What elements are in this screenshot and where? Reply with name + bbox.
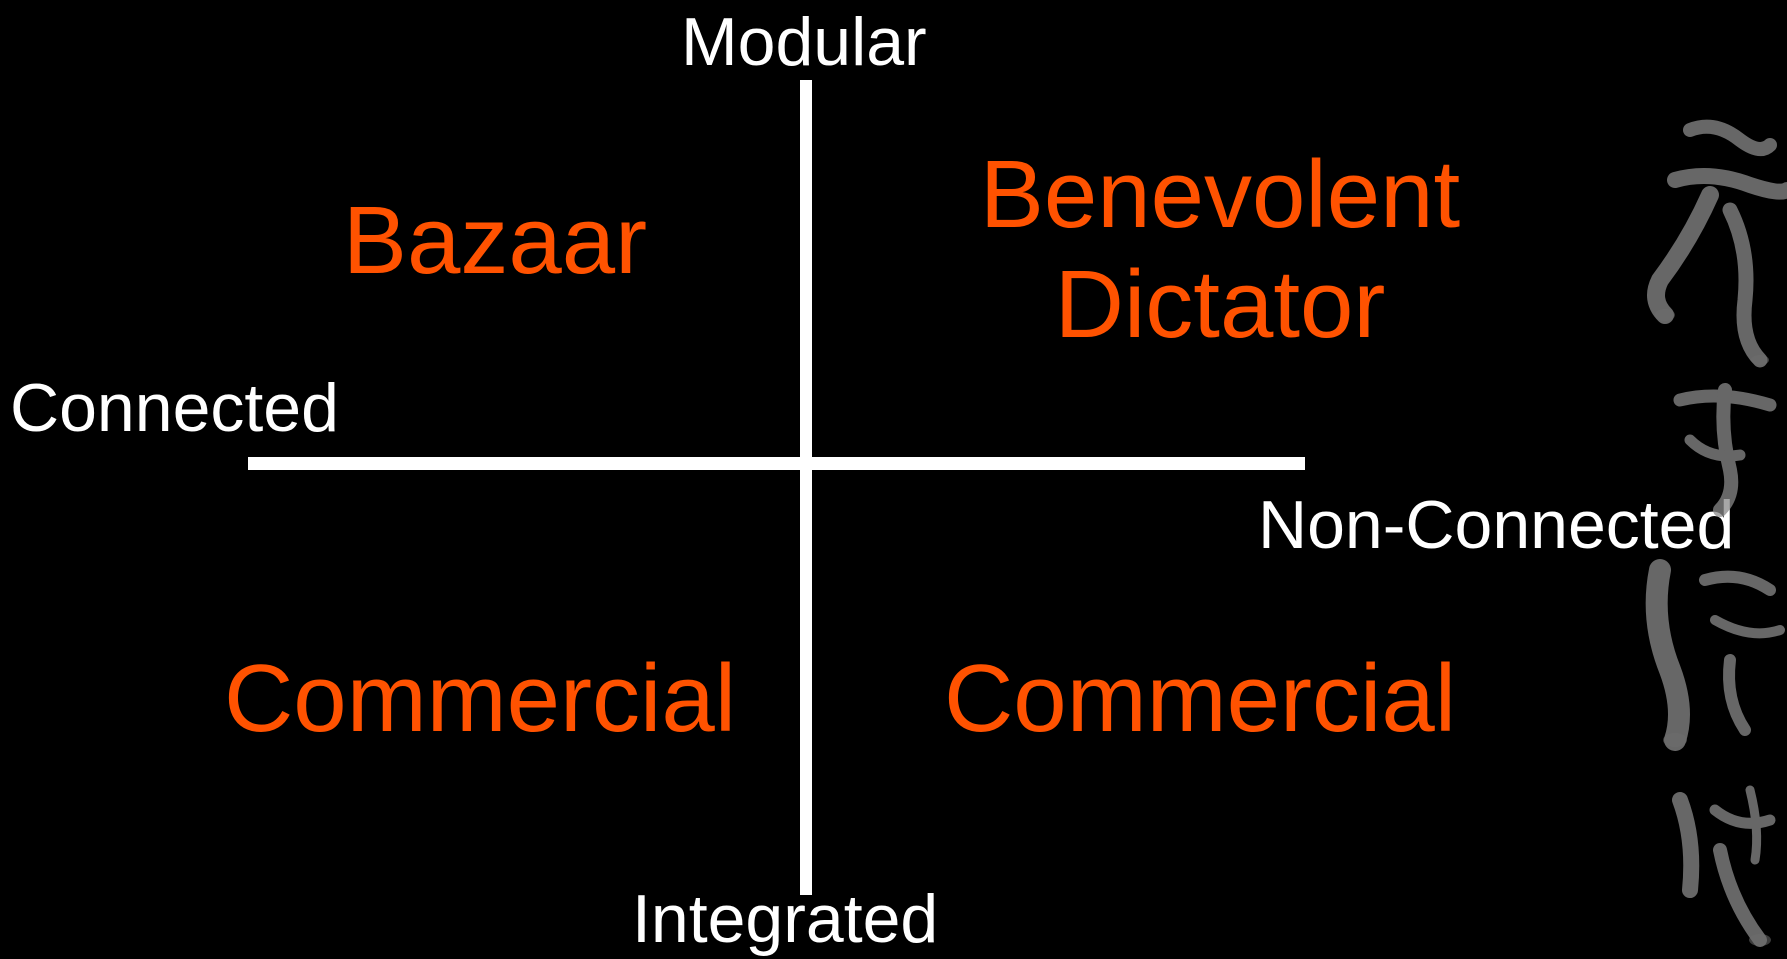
- quadrant-top-right: Benevolent Dictator: [900, 140, 1540, 361]
- quadrant-bottom-left-label: Commercial: [223, 645, 737, 752]
- axis-label-top: Modular: [681, 4, 927, 80]
- quadrant-bottom-right-label: Commercial: [943, 645, 1457, 752]
- vertical-axis: [800, 80, 812, 895]
- calligraphy-decoration: [1645, 119, 1787, 947]
- quadrant-top-left: Bazaar: [300, 186, 690, 296]
- quadrant-top-right-line2: Dictator: [1054, 251, 1386, 359]
- horizontal-axis: [248, 457, 1305, 470]
- axis-label-bottom: Integrated: [632, 881, 939, 957]
- quadrant-top-right-line1: Benevolent: [979, 141, 1461, 248]
- axis-label-left: Connected: [10, 370, 339, 446]
- quadrant-bottom-left: Commercial: [180, 644, 780, 754]
- quadrant-top-left-label: Bazaar: [342, 187, 648, 294]
- axis-label-right: Non-Connected: [1258, 487, 1735, 563]
- quadrant-bottom-right: Commercial: [900, 644, 1500, 754]
